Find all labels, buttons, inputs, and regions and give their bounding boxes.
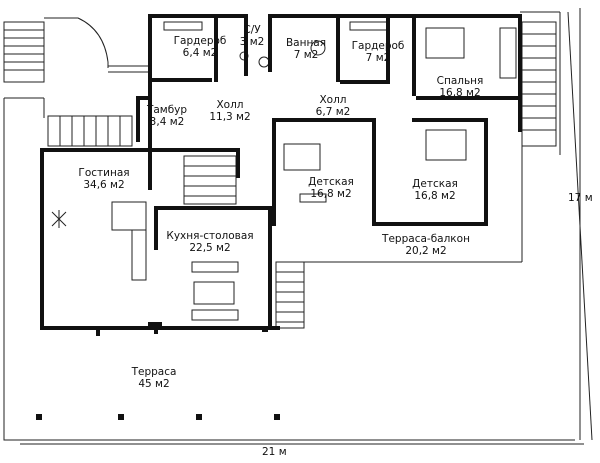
bottom-right-stairs — [275, 146, 523, 329]
inner-stairs — [47, 115, 237, 205]
right-stairs — [521, 21, 557, 147]
top-left-stairs — [3, 17, 109, 83]
site-outline — [3, 11, 575, 441]
dimension-lines — [20, 8, 593, 445]
dimension-width: 21 м — [262, 446, 287, 458]
walls — [36, 14, 522, 420]
dimension-height: 17 м — [568, 192, 593, 204]
